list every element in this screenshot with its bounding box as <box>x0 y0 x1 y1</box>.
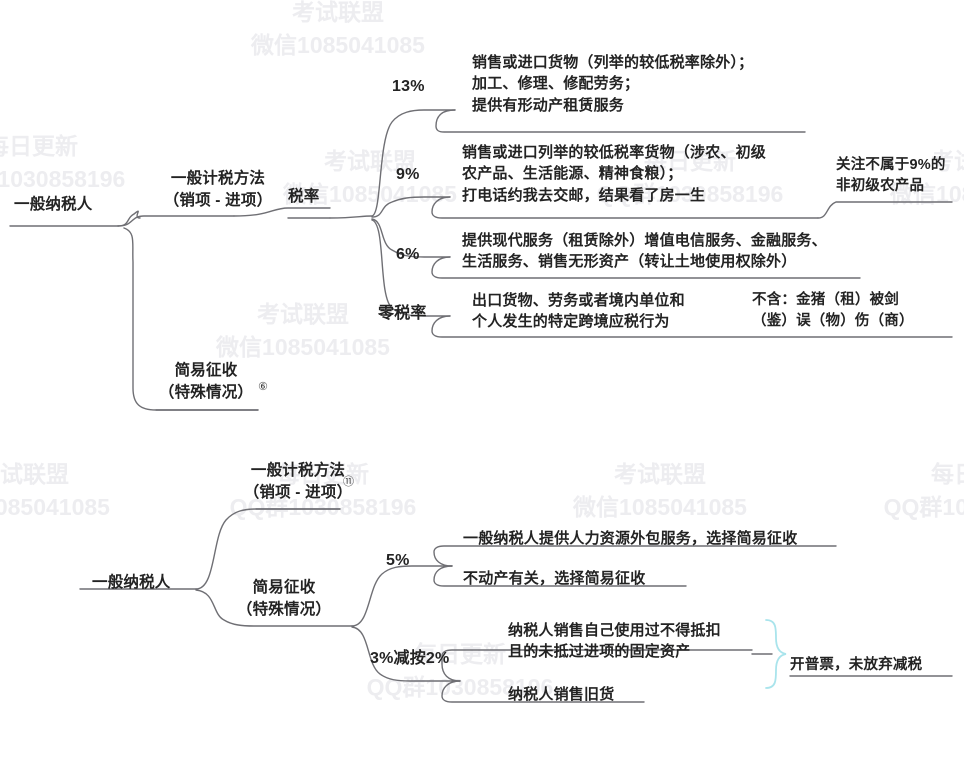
map1-rate-label-zero[interactable]: 零税率 <box>378 305 427 322</box>
map2-root-label[interactable]: 一般纳税人 <box>92 574 171 591</box>
map2-rate-3to2-item-2[interactable]: 纳税人销售旧货 <box>508 686 615 703</box>
map1-rate-label-9[interactable]: 9% <box>396 166 420 183</box>
map1-branch-simple-levy-marker: ⑥ <box>258 380 268 393</box>
watermark-line1: 考试联盟 <box>0 461 69 487</box>
watermark-line1: 每日更新 <box>644 148 736 174</box>
map1-rate-note-zero[interactable]: 不含：金猪（租）被剑 （鉴）误（物）伤（商） <box>752 292 914 329</box>
watermark-line1: 考试联盟 <box>257 301 349 327</box>
watermark-line2: QQ群1030858196 <box>883 494 964 521</box>
watermark-tile: 考试联盟微信1085041085 <box>228 0 448 63</box>
map1-rate-label-6[interactable]: 6% <box>396 246 420 263</box>
map2-rate-3to2-item-1[interactable]: 纳税人销售自己使用过不得抵扣 且的未抵过进项的固定资产 <box>508 622 721 661</box>
map2-rate-label-5[interactable]: 5% <box>386 552 410 569</box>
map2-rate-5-item-2[interactable]: 不动产有关，选择简易征收 <box>463 570 646 587</box>
map1-rate-group-label[interactable]: 税率 <box>288 188 320 205</box>
map1-rate-content-9[interactable]: 销售或进口列举的较低税率货物（涉农、初级 农产品、生活能源、精神食粮）； 打电话… <box>462 144 767 204</box>
map1-branch-simple-levy[interactable]: 简易征收 （特殊情况） <box>158 362 254 401</box>
watermark-line1: 考试联盟 <box>292 0 384 25</box>
map1-rate-content-13[interactable]: 销售或进口货物（列举的较低税率除外）； 加工、修理、修配劳务； 提供有形动产租赁… <box>472 54 754 114</box>
map1-rate-note-9[interactable]: 关注不属于9%的 非初级农产品 <box>836 157 946 194</box>
map1-rate-label-13[interactable]: 13% <box>392 78 425 95</box>
map1-rate-content-zero[interactable]: 出口货物、劳务或者境内单位和 个人发生的特定跨境应税行为 <box>472 292 685 331</box>
map2-branch-simple-levy[interactable]: 简易征收 （特殊情况） <box>236 579 332 618</box>
map2-rate-5-item-1[interactable]: 一般纳税人提供人力资源外包服务，选择简易征收 <box>463 530 798 547</box>
map2-branch-general-method-marker: ⑪ <box>343 475 354 488</box>
map1-rate-content-6[interactable]: 提供现代服务（租赁除外）增值电信服务、金融服务、 生活服务、销售无形资产（转让土… <box>462 232 827 271</box>
map2-branch-general-method[interactable]: 一般计税方法 （销项 - 进项） <box>243 462 353 501</box>
watermark-tile: 每日更新 QQ群1030858196 <box>862 458 964 525</box>
map2-rate-label-3to2[interactable]: 3%减按2% <box>370 650 450 667</box>
watermark-line1: 每日更新 <box>277 461 369 487</box>
map2-rate-3to2-note[interactable]: 开普票，未放弃减税 <box>790 657 923 673</box>
watermark-line1: 每日更新 <box>931 461 964 487</box>
watermark-line2: QQ群1030858196 <box>0 166 126 193</box>
watermark-line2: 微信1085041085 <box>0 494 110 521</box>
watermark-line2: 微信1085041085 <box>251 32 425 59</box>
map1-branch-general-method[interactable]: 一般计税方法 （销项 - 进项） <box>163 170 273 209</box>
watermark-line1: 每日更新 <box>0 133 78 159</box>
map1-root-label[interactable]: 一般纳税人 <box>14 196 93 213</box>
watermark-tile: 考试联盟微信1085041085 <box>545 458 775 525</box>
watermark-line1: 考试联盟 <box>614 461 706 487</box>
watermark-line1: 考试联盟 <box>931 148 964 174</box>
watermark-tile: 每日更新 QQ群1030858196 <box>0 130 142 197</box>
watermark-line2: 微信1085041085 <box>573 494 747 521</box>
